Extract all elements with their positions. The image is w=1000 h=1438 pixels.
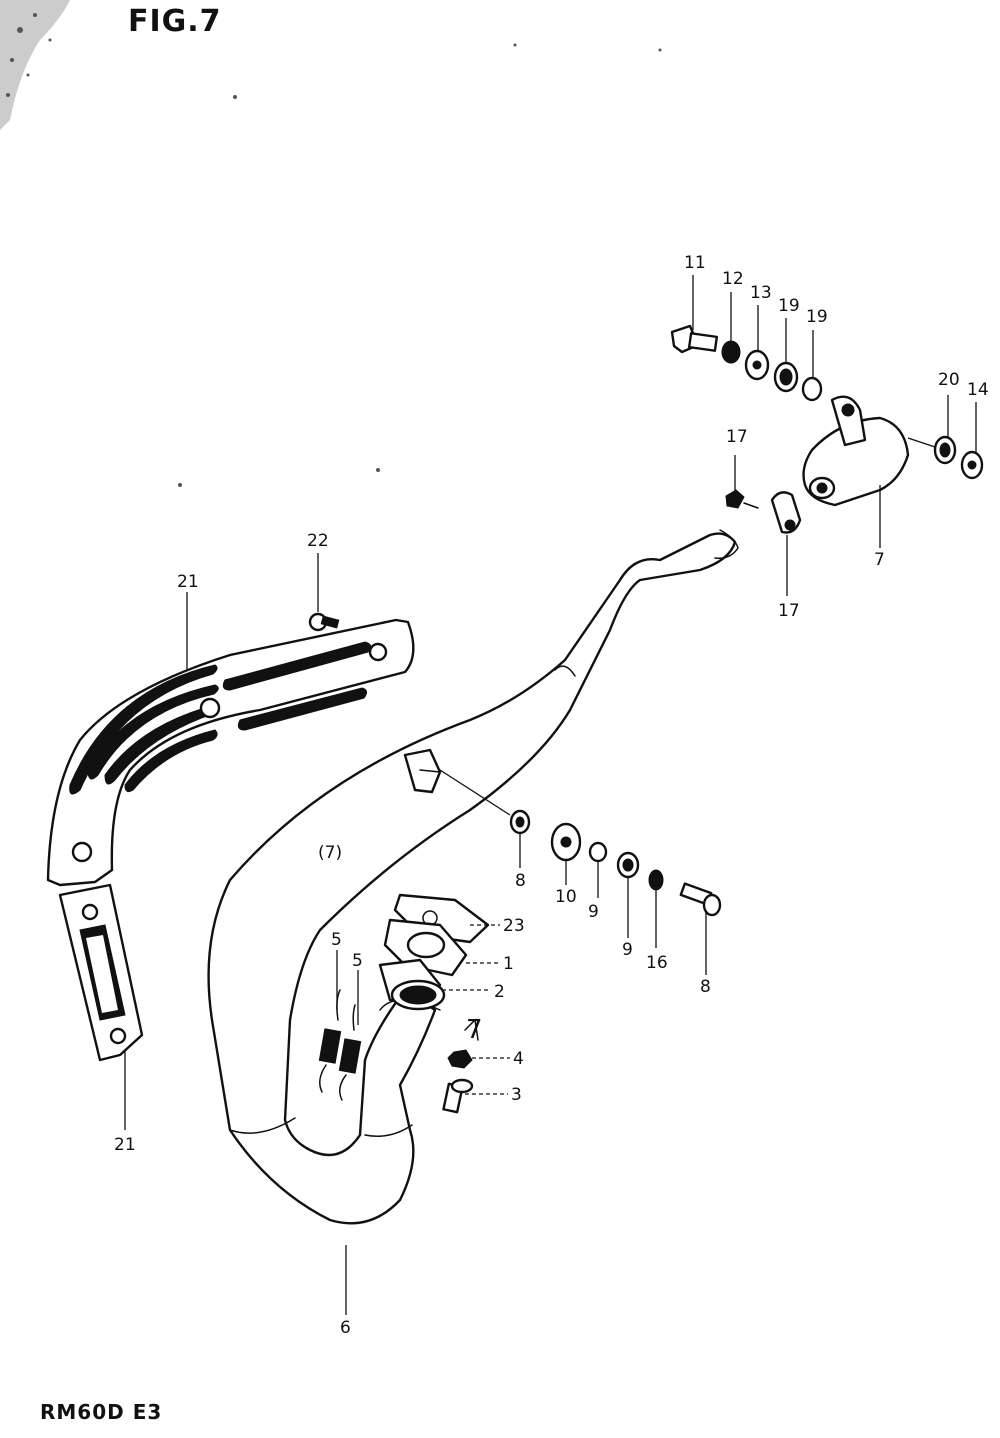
figure-title: FIG.7: [128, 4, 222, 39]
callout-21-label-text: 21: [114, 1135, 136, 1155]
callout-20: 21: [177, 572, 199, 592]
callout-12: 16: [646, 953, 668, 973]
callout-16: 12: [722, 269, 744, 289]
callout-7-chamber: (7): [318, 843, 342, 863]
silencer: [802, 395, 910, 507]
callout-5-left: 5: [331, 930, 342, 950]
callout-7-silencer: 7: [874, 550, 885, 570]
callout-15: 11: [684, 253, 706, 273]
flange-bolt-and-nut: [442, 1049, 474, 1114]
callout-1: 1: [503, 954, 514, 974]
callout-4: 4: [513, 1049, 524, 1069]
heat-guard-lower: [58, 883, 144, 1062]
callout-9-right: 9: [622, 940, 633, 960]
heat-guard-screw: [308, 612, 340, 632]
heat-guard-upper: [46, 618, 415, 887]
callout-23: 23: [503, 916, 525, 936]
callout-19-right: 20: [938, 370, 960, 390]
scan-noise: [0, 0, 662, 487]
callout-9-left: 8: [515, 871, 526, 891]
silencer-clamp: [725, 489, 802, 534]
callout-10: 9: [588, 902, 599, 922]
callout-18: 19: [806, 307, 828, 327]
callout-13: 17: [778, 601, 800, 621]
callout-7-flange: 7: [466, 1015, 483, 1045]
exhaust-chamber: [207, 529, 739, 1225]
callout-labels: 11 12 13 19 19 20 14 17 7 17 22 21 (7) 8…: [177, 253, 989, 1338]
callout-5-right: 5: [352, 951, 363, 971]
callout-3: 3: [511, 1085, 522, 1105]
callout-2: 2: [494, 982, 505, 1002]
callout-17-upper: 13: [750, 283, 772, 303]
callout-8-label-text: 8: [700, 977, 711, 997]
callout-11: 10: [555, 887, 577, 907]
chamber-mount-hardware: [509, 809, 722, 917]
silencer-mount-hardware: [670, 324, 984, 480]
exhaust-springs: [318, 989, 362, 1101]
callout-19-upper: 19: [778, 296, 800, 316]
callout-17-right: 14: [967, 380, 989, 400]
model-code: RM60D E3: [40, 1400, 163, 1424]
callout-6: 6: [340, 1318, 351, 1338]
callout-14: 17: [726, 427, 748, 447]
flange-gaskets: [378, 893, 490, 1041]
callout-22: 22: [307, 531, 329, 551]
leader-lines: [124, 275, 977, 1315]
